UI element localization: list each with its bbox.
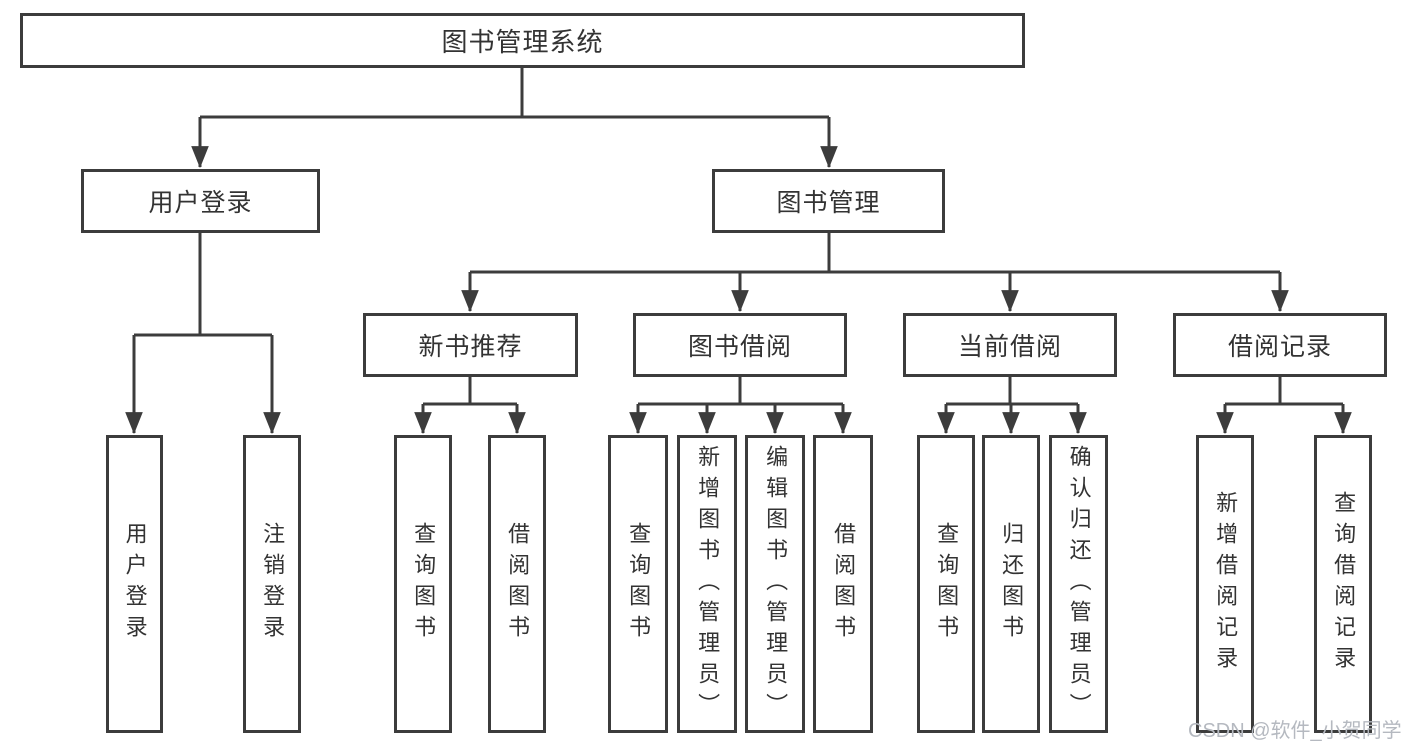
leaf-query-borrow-record: 查询借阅记录 bbox=[1314, 435, 1372, 733]
leaf-current-query-books: 查询图书 bbox=[917, 435, 975, 733]
leaf-borrowing-query-books: 查询图书 bbox=[608, 435, 668, 733]
leaf-add-books-admin: 新增图书（管理员） bbox=[677, 435, 737, 733]
node-book-management-label: 图书管理 bbox=[776, 189, 881, 217]
watermark: CSDN @软件_小贺同学 bbox=[1188, 720, 1402, 742]
node-root-label: 图书管理系统 bbox=[441, 27, 604, 57]
node-new-book-recommend-label: 新书推荐 bbox=[418, 333, 523, 361]
node-user-login: 用户登录 bbox=[81, 169, 320, 233]
node-borrowing-records: 借阅记录 bbox=[1173, 313, 1387, 377]
leaf-add-borrow-record: 新增借阅记录 bbox=[1196, 435, 1254, 733]
node-book-borrowing-label: 图书借阅 bbox=[687, 333, 792, 361]
node-current-borrowing-label: 当前借阅 bbox=[957, 333, 1062, 361]
node-root-system: 图书管理系统 bbox=[20, 13, 1025, 68]
node-new-book-recommend: 新书推荐 bbox=[363, 313, 578, 377]
leaf-recommend-query-books: 查询图书 bbox=[394, 435, 452, 733]
leaf-edit-books-admin: 编辑图书（管理员） bbox=[745, 435, 805, 733]
leaf-user-login: 用户登录 bbox=[106, 435, 163, 733]
node-borrowing-records-label: 借阅记录 bbox=[1227, 333, 1332, 361]
node-user-login-label: 用户登录 bbox=[148, 189, 253, 217]
leaf-return-books: 归还图书 bbox=[982, 435, 1040, 733]
leaf-confirm-return-admin: 确认归还（管理员） bbox=[1049, 435, 1108, 733]
node-book-borrowing: 图书借阅 bbox=[633, 313, 847, 377]
leaf-recommend-borrow-books: 借阅图书 bbox=[488, 435, 546, 733]
leaf-logout: 注销登录 bbox=[243, 435, 301, 733]
node-book-management: 图书管理 bbox=[712, 169, 945, 233]
node-current-borrowing: 当前借阅 bbox=[903, 313, 1117, 377]
leaf-borrow-books: 借阅图书 bbox=[813, 435, 873, 733]
